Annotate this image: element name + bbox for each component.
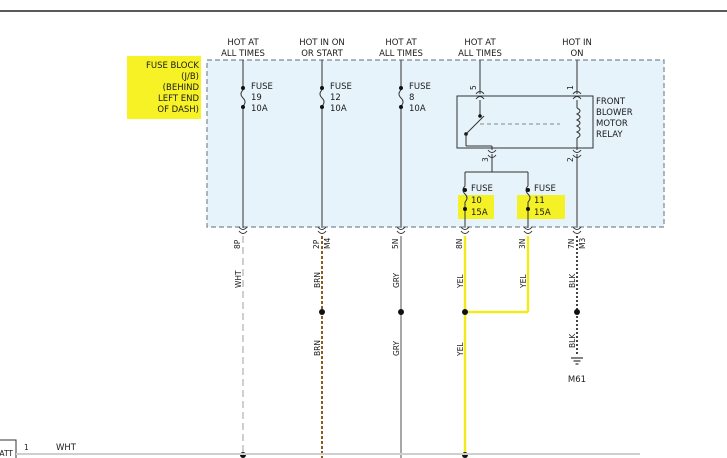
fuse-10-label: FUSE	[471, 184, 493, 194]
fuse-block-label: FUSE BLOCK (J/B) (BEHIND LEFT END OF DAS…	[146, 61, 200, 115]
relay-label-0: FRONT	[596, 97, 626, 107]
ground-symbol: M61	[568, 357, 586, 385]
connector-m4: M4	[323, 238, 332, 249]
batt-box	[0, 439, 17, 458]
fuse-19-label: FUSE	[251, 82, 273, 92]
power-label-4-a: HOT IN	[562, 38, 592, 48]
power-label-1-b: OR START	[301, 49, 343, 59]
fuse-12-symbol	[319, 89, 325, 107]
wire-label-yel-lower: YEL	[456, 342, 465, 357]
wire-label-gry: GRY	[392, 272, 401, 288]
fuse-10-number: 10	[471, 196, 482, 206]
relay-label-1: BLOWER	[596, 108, 633, 118]
fuse-8-rating: 10A	[409, 104, 426, 114]
relay-pin-5: 5	[469, 85, 478, 90]
fuse-12-number: 12	[330, 93, 341, 103]
fuse-19-symbol	[240, 89, 246, 107]
fuse-19-rating: 10A	[251, 104, 268, 114]
relay-switch-arm	[465, 115, 485, 135]
fuse-block-line-2: (BEHIND	[163, 83, 200, 93]
relay-box	[456, 95, 594, 149]
batt-wire-label: WHT	[56, 443, 77, 453]
wire-label-wht: WHT	[234, 270, 243, 288]
relay-pin-3: 3	[481, 157, 490, 162]
batt-pin: 1	[24, 443, 29, 452]
power-labels: HOT AT ALL TIMES HOT IN ON OR START HOT …	[221, 38, 592, 59]
relay-label-3: RELAY	[596, 130, 623, 140]
fuse-block-box	[206, 59, 665, 228]
power-label-3-a: HOT AT	[464, 38, 496, 48]
connector-symbols	[238, 226, 582, 234]
connector-pin-8n: 8N	[455, 239, 464, 249]
relay-label-2: MOTOR	[596, 119, 628, 129]
wire-labels: WHT BRN GRY YEL YEL BLK BRN GRY YEL BLK	[234, 270, 577, 357]
fuse-11-symbol	[525, 185, 531, 203]
connector-pin-7n: 7N	[567, 239, 576, 249]
highlights	[127, 56, 565, 219]
fuse-10-symbol	[462, 185, 468, 203]
ground-label: M61	[568, 375, 586, 385]
power-label-0-b: ALL TIMES	[221, 49, 265, 59]
external-wires	[242, 236, 578, 458]
connector-pin-2p: 2P	[312, 239, 321, 249]
highlight-fuse-10	[458, 195, 494, 219]
fuse-block-line-4: OF DASH)	[157, 105, 199, 115]
connector-pin-8p: 8P	[233, 239, 242, 249]
fuse-labels: FUSE 19 10A FUSE 12 10A FUSE 8 10A FUSE …	[251, 82, 556, 218]
fuse-12-rating: 10A	[330, 104, 347, 114]
relay-coil	[575, 107, 581, 139]
batt-section: ATT 1 WHT	[0, 439, 640, 458]
fuse-11-number: 11	[534, 196, 545, 206]
power-label-3-b: ALL TIMES	[458, 49, 502, 59]
batt-label: ATT	[0, 449, 13, 458]
connector-pin-5n: 5N	[391, 239, 400, 249]
wire-label-brn-lower: BRN	[313, 340, 322, 356]
relay-pin-2: 2	[566, 157, 575, 162]
connector-labels: 8P 2P M4 5N 8N 3N 7N M3	[233, 238, 587, 249]
fuse-11-label: FUSE	[534, 184, 556, 194]
connector-pin-3n: 3N	[518, 239, 527, 249]
wire-label-yel-1: YEL	[456, 274, 465, 289]
relay: 5 1 3 2 FRONT BLOWER MOTOR RELAY	[456, 85, 633, 162]
fuse-8-label: FUSE	[409, 82, 431, 92]
fuse-12-label: FUSE	[330, 82, 352, 92]
power-label-2-a: HOT AT	[385, 38, 417, 48]
power-label-4-b: ON	[570, 49, 583, 59]
fuse-8-number: 8	[409, 93, 414, 103]
wire-label-blk-lower: BLK	[568, 333, 577, 348]
fuse-dots	[241, 86, 530, 211]
fuse-8-symbol	[398, 89, 404, 107]
fuse-10-rating: 15A	[471, 208, 488, 218]
power-label-2-b: ALL TIMES	[379, 49, 423, 59]
fuse-19-number: 19	[251, 93, 262, 103]
power-label-1-a: HOT IN ON	[299, 38, 345, 48]
fuse-block-line-0: FUSE BLOCK	[146, 61, 199, 71]
wire-label-blk: BLK	[568, 273, 577, 288]
highlight-fuse-11	[517, 195, 565, 219]
connector-m3: M3	[578, 238, 587, 249]
wire-label-gry-lower: GRY	[392, 340, 401, 356]
relay-pin-1: 1	[566, 85, 575, 90]
power-label-0-a: HOT AT	[227, 38, 259, 48]
fuse-block-line-3: LEFT END	[158, 94, 199, 104]
wire-label-yel-2: YEL	[519, 274, 528, 289]
highlight-fuse-block	[127, 56, 201, 73]
fuse-block-line-1: (J/B)	[181, 72, 199, 82]
splice-dots	[240, 309, 580, 458]
highlight-fuse-block-desc	[127, 73, 201, 119]
fuse-11-rating: 15A	[534, 208, 551, 218]
wire-label-brn: BRN	[313, 272, 322, 288]
